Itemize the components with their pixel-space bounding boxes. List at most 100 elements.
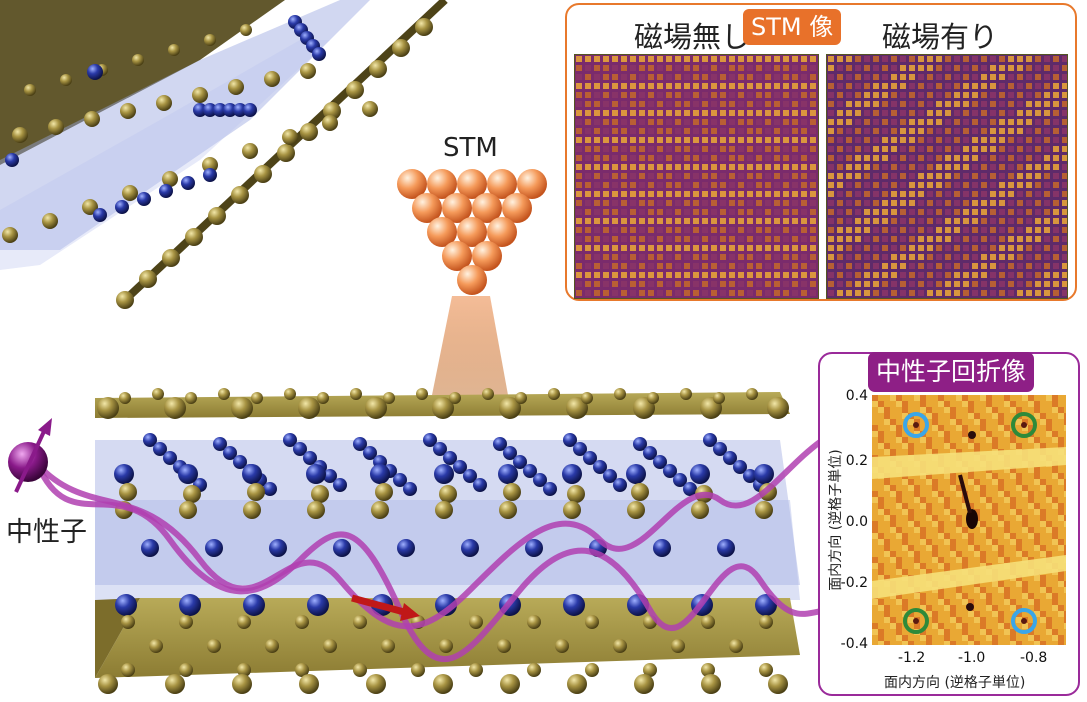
diffraction-badge: 中性子回折像 bbox=[868, 352, 1035, 392]
blue-atom bbox=[263, 482, 277, 496]
gold-atom bbox=[746, 388, 758, 400]
label-without-field: 磁場無し bbox=[634, 20, 751, 54]
blue-atom bbox=[243, 594, 265, 616]
gold-atom bbox=[691, 501, 709, 519]
blue-atom bbox=[513, 455, 527, 469]
gold-atom bbox=[548, 388, 560, 400]
tip-atom bbox=[457, 169, 487, 199]
blue-atom bbox=[583, 451, 597, 465]
gold-atom bbox=[634, 674, 654, 694]
gold-atom bbox=[179, 663, 193, 677]
blue-atom bbox=[503, 446, 517, 460]
gold-atom bbox=[119, 483, 137, 501]
tip-atom bbox=[457, 265, 487, 295]
gold-atom bbox=[353, 663, 367, 677]
gold-atom bbox=[183, 485, 201, 503]
blue-atom bbox=[663, 464, 677, 478]
gold-atom bbox=[555, 639, 569, 653]
gold-atom bbox=[42, 213, 58, 229]
gold-atom bbox=[218, 388, 230, 400]
gold-atom bbox=[243, 501, 261, 519]
blue-atom bbox=[733, 460, 747, 474]
tip-atom bbox=[487, 169, 517, 199]
gold-atom bbox=[165, 674, 185, 694]
gold-atom bbox=[132, 54, 144, 66]
blue-atom bbox=[141, 539, 159, 557]
peak-marker-circle bbox=[1011, 608, 1037, 634]
tip-atom bbox=[472, 193, 502, 223]
blue-atom bbox=[603, 469, 617, 483]
blue-atom bbox=[393, 473, 407, 487]
diffraction-map bbox=[872, 395, 1066, 645]
tip-atom bbox=[502, 193, 532, 223]
gold-atom bbox=[311, 485, 329, 503]
gold-atom bbox=[2, 227, 18, 243]
x-axis-label: 面内方向 (逆格子単位) bbox=[884, 675, 1026, 691]
blue-atom bbox=[370, 464, 390, 484]
gold-atom bbox=[701, 674, 721, 694]
gold-atom bbox=[469, 663, 483, 677]
blue-atom bbox=[159, 184, 173, 198]
gold-atom bbox=[60, 74, 72, 86]
blue-atom bbox=[613, 478, 627, 492]
blue-atom bbox=[93, 208, 107, 222]
blue-atom bbox=[223, 446, 237, 460]
blue-atom bbox=[178, 464, 198, 484]
gold-atom bbox=[383, 392, 395, 404]
gold-atom bbox=[701, 615, 715, 629]
gold-atom bbox=[12, 127, 28, 143]
blue-atom bbox=[179, 594, 201, 616]
gold-atom bbox=[631, 483, 649, 501]
blue-atom bbox=[333, 539, 351, 557]
blue-atom bbox=[461, 539, 479, 557]
gold-atom bbox=[767, 397, 789, 419]
gold-atom bbox=[264, 71, 280, 87]
blue-atom bbox=[213, 103, 227, 117]
bottom-gold-slab bbox=[95, 598, 800, 678]
blue-atom bbox=[498, 464, 518, 484]
gold-atom bbox=[353, 615, 367, 629]
gold-atom bbox=[298, 397, 320, 419]
gold-atom bbox=[251, 392, 263, 404]
blue-atom bbox=[203, 103, 217, 117]
tip-atom bbox=[442, 193, 472, 223]
gold-atom bbox=[346, 81, 364, 99]
gold-atom bbox=[97, 397, 119, 419]
gold-atom bbox=[482, 388, 494, 400]
blue-atom bbox=[5, 153, 19, 167]
gold-atom bbox=[295, 615, 309, 629]
tilted-crystal-inset bbox=[0, 0, 448, 309]
blue-atom bbox=[153, 442, 167, 456]
blue-atom bbox=[433, 442, 447, 456]
blue-atom bbox=[653, 455, 667, 469]
gold-atom bbox=[119, 392, 131, 404]
blue-atom bbox=[353, 437, 367, 451]
y-tick: 0.2 bbox=[845, 453, 868, 469]
gold-atom bbox=[527, 663, 541, 677]
gold-atom bbox=[375, 483, 393, 501]
blue-atom bbox=[563, 433, 577, 447]
neutron-particle bbox=[8, 418, 52, 493]
gold-atom bbox=[237, 663, 251, 677]
blue-atom bbox=[306, 464, 326, 484]
blue-atom bbox=[403, 482, 417, 496]
gold-atom bbox=[48, 119, 64, 135]
blue-atom bbox=[163, 451, 177, 465]
gold-atom bbox=[139, 270, 157, 288]
gold-atom bbox=[152, 388, 164, 400]
gold-atom bbox=[362, 101, 378, 117]
blue-atom bbox=[443, 451, 457, 465]
blue-atom bbox=[673, 473, 687, 487]
neutron-label: 中性子 bbox=[6, 517, 87, 548]
blue-atom bbox=[143, 433, 157, 447]
gold-atom bbox=[300, 63, 316, 79]
gold-atom bbox=[381, 639, 395, 653]
peak-marker-circle bbox=[903, 412, 929, 438]
blue-atom bbox=[463, 469, 477, 483]
blue-atom bbox=[713, 442, 727, 456]
stm-image-without-field bbox=[574, 54, 819, 299]
gold-atom bbox=[701, 663, 715, 677]
gold-atom bbox=[469, 615, 483, 629]
gold-atom bbox=[647, 392, 659, 404]
gold-atom bbox=[265, 639, 279, 653]
